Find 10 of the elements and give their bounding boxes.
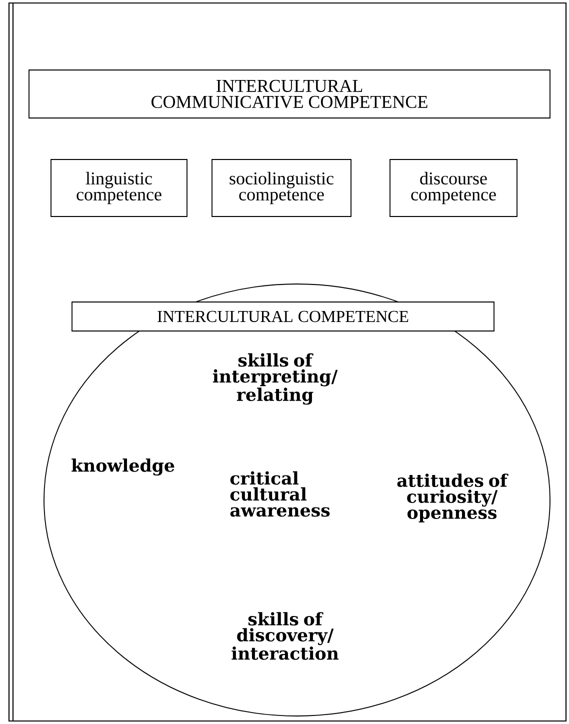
competence-label: skills of discovery/ interaction bbox=[232, 612, 339, 660]
title-box: INTERCULTURAL COMMUNICATIVE COMPETENCE bbox=[28, 70, 550, 118]
competence-label: skills of interpreting/ relating bbox=[212, 353, 338, 405]
competence-label: critical cultural awareness bbox=[230, 471, 330, 517]
competence-box: discourse competence bbox=[390, 159, 518, 217]
competence-label: knowledge bbox=[72, 458, 174, 476]
competence-box: linguistic competence bbox=[50, 159, 188, 217]
competence-box: sociolinguistic competence bbox=[212, 159, 352, 217]
ellipse bbox=[44, 284, 550, 716]
competence-label: attitudes of curiosity/ openness bbox=[397, 474, 508, 522]
